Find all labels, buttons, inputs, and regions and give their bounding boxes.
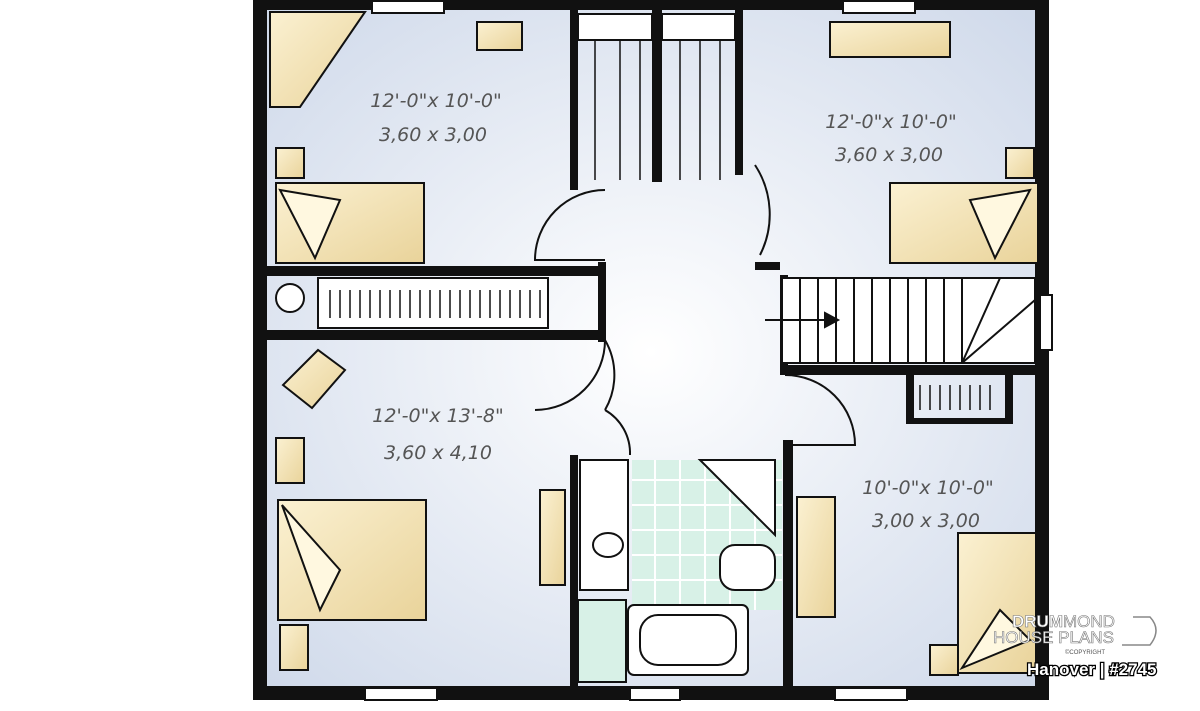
room-label-bottom-right: 10'-0"x 10'-0" 3,00 x 3,00 [862,477,993,532]
svg-text:HOUSE PLANS: HOUSE PLANS [993,628,1114,647]
svg-text:12'-0"x 10'-0": 12'-0"x 10'-0" [825,111,956,133]
closets [317,13,991,410]
room-label-bottom-left: 12'-0"x 13'-8" 3,60 x 4,10 [372,405,503,464]
svg-text:3,60 x 3,00: 3,60 x 3,00 [835,144,943,166]
svg-text:3,60 x 3,00: 3,60 x 3,00 [379,124,487,146]
svg-text:DRUMMOND: DRUMMOND [1012,612,1115,631]
svg-text:3,60 x 4,10: 3,60 x 4,10 [384,442,492,464]
staircase [765,277,1036,364]
svg-text:3,00 x 3,00: 3,00 x 3,00 [872,510,980,532]
drummond-logo: DRUMMOND HOUSE PLANS ©COPYRIGHT [993,612,1157,656]
svg-text:©COPYRIGHT: ©COPYRIGHT [1065,649,1105,656]
svg-text:12'-0"x 10'-0": 12'-0"x 10'-0" [370,90,501,112]
doors [533,164,857,456]
svg-text:10'-0"x 10'-0": 10'-0"x 10'-0" [862,477,993,499]
room-label-top-left: 12'-0"x 10'-0" 3,60 x 3,00 [370,90,501,146]
windows [364,0,1053,701]
beds [275,182,1039,674]
room-label-top-right: 12'-0"x 10'-0" 3,60 x 3,00 [825,111,956,166]
plan-caption: Hanover | #2745 [1027,660,1157,679]
svg-text:12'-0"x 13'-8": 12'-0"x 13'-8" [372,405,503,427]
furniture [269,11,1035,683]
